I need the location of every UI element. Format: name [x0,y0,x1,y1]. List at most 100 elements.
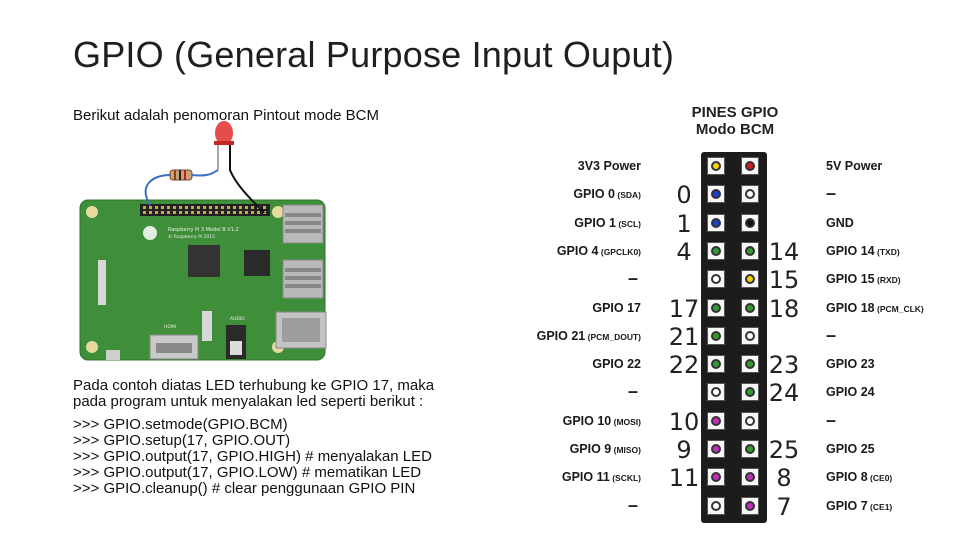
left-pin-label: GPIO 22 [592,357,641,371]
code-line: >>> GPIO.output(17, GPIO.HIGH) # menyala… [73,448,432,465]
left-pin-label: GPIO 11 (SCKL) [562,470,641,484]
right-pin-label: GPIO 25 [826,442,875,456]
pin-dot [745,444,755,454]
pin-left-2 [707,185,725,204]
pin-dot [711,472,721,483]
right-pin-label: GPIO 15 (RXD) [826,272,901,286]
left-bcm-number: 11 [668,464,700,493]
right-pin-label: – [826,324,837,345]
pin-right-3 [741,213,759,232]
pin-left-4 [707,241,725,260]
left-pin-label: GPIO 4 (GPCLK0) [557,244,641,258]
right-pin-label: GPIO 7 (CE1) [826,499,892,513]
pin-name: GPIO 15 [826,272,875,287]
left-bcm-number: 1 [676,209,692,238]
pin-left-8 [707,355,725,374]
left-bcm-number: 9 [676,436,692,464]
code-line: >>> GPIO.cleanup() # clear penggunaan GP… [73,480,416,497]
slide-subtitle: Berikut adalah penomoran Pintout mode BC… [73,107,380,124]
pin-dot [745,387,755,398]
pin-dot [711,387,721,398]
left-pin-label: – [628,494,639,515]
pin-left-6 [707,298,725,317]
pin-name: GPIO 21 [536,328,586,343]
pin-dot [745,302,755,313]
pin-dot [711,500,721,511]
pin-left-3 [707,213,725,232]
paragraph-line: Pada contoh diatas LED terhubung ke GPIO… [73,377,435,394]
pin-left-11 [707,440,725,458]
pin-name: 3V3 Power [577,159,641,173]
left-pin-label: – [628,268,639,289]
right-bcm-number: 23 [768,351,800,380]
paragraph-line: pada program untuk menyalakan led sepert… [73,393,424,410]
right-pin-label: GPIO 23 [826,357,875,371]
pin-name: GPIO 0 [573,187,616,202]
pin-name: GPIO 7 [826,498,868,513]
right-pin-label: GPIO 14 (TXD) [826,244,900,258]
board-model-text: Raspberry Pi 3 Model B V1.2 [168,227,239,233]
left-pin-label: GPIO 0 (SDA) [573,187,641,201]
left-bcm-number: 4 [676,237,692,266]
pin-dot [711,217,721,228]
pin-right-4 [741,241,759,260]
slide-title: GPIO (General Purpose Input Ouput) [73,34,675,75]
board-hdmi-text: HDMI [164,324,176,330]
pin-left-12 [707,468,725,487]
pin-dot [711,359,721,370]
pin-right-5 [741,270,759,289]
raspberry-pi-led-illustration: Raspberry Pi 3 Model B V1.2 © Raspberry … [78,115,338,370]
pinout-title-line2: Modo BCM [695,121,775,138]
pin-function: (GPCLK0) [598,246,641,257]
pin-name: GPIO 18 [826,300,875,315]
pin-left-9 [707,383,725,402]
left-bcm-number: 21 [668,322,700,351]
pin-right-13 [741,496,759,515]
explanation-text: Pada contoh diatas LED terhubung ke GPIO… [73,378,503,497]
pin-dot [745,472,755,483]
pinout-title: PINES GPIO Modo BCM [660,104,810,138]
right-pin-label: GPIO 8 (CE0) [826,470,892,484]
left-bcm-number: 22 [668,351,700,380]
pin-dot [745,415,755,426]
pin-function: (SCKL) [609,473,641,484]
code-block: >>> GPIO.setmode(GPIO.BCM) >>> GPIO.setu… [73,417,503,497]
gpio-header-diagram [701,152,767,523]
pin-dot [745,274,755,285]
pin-function: (PCM_DOUT) [585,331,641,342]
pin-dot [745,245,755,256]
pin-function: (CE0) [867,473,893,484]
pin-dot [711,245,721,256]
pin-function: (SCL) [615,218,641,229]
board-copyright-text: © Raspberry Pi 2015 [168,233,215,240]
pin-name: GPIO 4 [556,243,599,258]
left-pin-label: 3V3 Power [578,159,641,173]
right-bcm-number: 18 [768,294,800,323]
raspberry-pi-board-image: Raspberry Pi 3 Model B V1.2 © Raspberry … [79,121,327,361]
pin-dot [745,500,755,511]
pin-name: GPIO 10 [562,413,612,428]
pin-dot [711,274,721,285]
pin-right-1 [741,157,759,175]
left-pin-label: GPIO 21 (PCM_DOUT) [537,329,641,343]
left-pin-label: – [628,381,639,402]
right-pin-label: GND [826,216,854,230]
pin-name: GPIO 22 [592,357,641,372]
pin-left-7 [707,326,725,345]
pin-name: GPIO 8 [826,470,868,485]
right-bcm-number: 25 [768,436,800,464]
pin-dot [711,302,721,313]
pin-name: GND [826,215,854,230]
pin-name: 5V Power [826,159,883,173]
pin-name: GPIO 24 [826,385,875,400]
pin-dot [711,415,721,426]
pinout-title-line1: PINES GPIO [691,104,779,121]
right-bcm-number: 14 [768,237,800,266]
right-bcm-number: 7 [776,492,792,521]
board-audio-text: AUDIO [230,316,245,322]
right-bcm-number: 24 [768,379,800,408]
pin-dot [745,359,755,370]
pin-function: (PCM_CLK) [874,303,924,314]
right-bcm-number: 15 [768,266,800,295]
right-pin-label: – [826,409,837,430]
